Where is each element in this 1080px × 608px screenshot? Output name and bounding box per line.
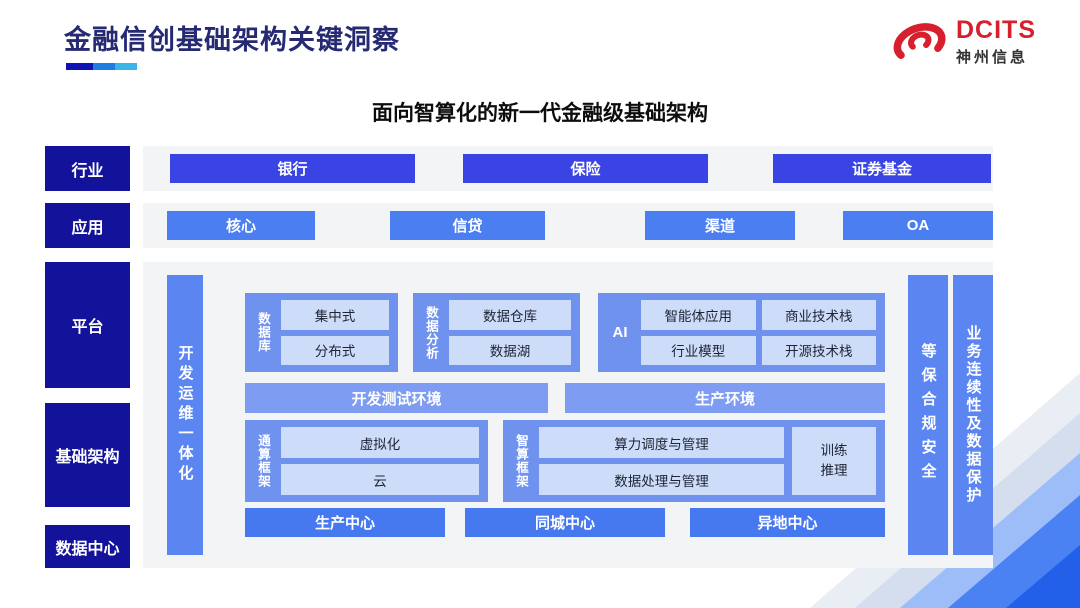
datacenter-production: 生产中心 <box>245 508 445 537</box>
ai-compute-item-data-mgmt: 数据处理与管理 <box>539 464 784 495</box>
train-inference-box: 训练 推理 <box>792 427 876 495</box>
logo-company-text: 神州信息 <box>956 48 1029 66</box>
app-item-credit: 信贷 <box>390 211 545 240</box>
ai-item-opensource-stack: 开源技术栈 <box>761 335 876 365</box>
application-strip: 核心 信贷 渠道 OA <box>143 203 993 248</box>
ai-compute-item-scheduling: 算力调度与管理 <box>539 427 784 458</box>
rail-infrastructure: 基础架构 <box>45 403 130 507</box>
general-compute-group: 通算框架 虚拟化 云 <box>245 420 488 502</box>
app-item-oa: OA <box>843 211 993 240</box>
industry-strip: 银行 保险 证券基金 <box>143 146 993 191</box>
database-item-distributed: 分布式 <box>281 335 389 365</box>
title-underline <box>66 63 137 70</box>
underline-segment <box>115 63 137 70</box>
datacenter-samecity: 同城中心 <box>465 508 665 537</box>
page-title: 金融信创基础架构关键洞察 <box>64 25 400 55</box>
train-line: 训练 <box>820 443 848 459</box>
ai-compute-label: 智算框架 <box>514 434 528 488</box>
rail-datacenter: 数据中心 <box>45 525 130 568</box>
database-item-centralized: 集中式 <box>281 300 389 330</box>
security-vertical-bar: 等保合规安全 <box>908 275 948 555</box>
rail-application: 应用 <box>45 203 130 248</box>
ai-compute-group: 智算框架 算力调度与管理 数据处理与管理 训练 推理 <box>503 420 885 502</box>
compute-item-cloud: 云 <box>281 464 479 495</box>
database-group: 数据库 集中式 分布式 <box>245 293 398 372</box>
datacenter-remote: 异地中心 <box>690 508 885 537</box>
dcits-swirl-icon <box>893 23 946 59</box>
ai-item-industry-model: 行业模型 <box>641 335 756 365</box>
general-compute-label: 通算框架 <box>256 434 270 488</box>
rail-industry: 行业 <box>45 146 130 191</box>
diagram-subtitle: 面向智算化的新一代金融级基础架构 <box>372 102 708 125</box>
inference-line: 推理 <box>820 463 848 478</box>
ai-group: AI 智能体应用 商业技术栈 行业模型 开源技术栈 <box>598 293 885 372</box>
analytics-group: 数据分析 数据仓库 数据湖 <box>413 293 580 372</box>
analytics-item-lake: 数据湖 <box>449 335 571 365</box>
ai-item-commercial-stack: 商业技术栈 <box>761 300 876 330</box>
underline-segment <box>66 63 93 70</box>
production-env-bar: 生产环境 <box>565 383 885 413</box>
analytics-item-warehouse: 数据仓库 <box>449 300 571 330</box>
industry-item-bank: 银行 <box>170 154 415 183</box>
app-item-channel: 渠道 <box>645 211 795 240</box>
logo-brand-text: DCITS <box>956 15 1036 44</box>
ai-item-agent-apps: 智能体应用 <box>641 300 756 330</box>
continuity-vertical-bar: 业务连续性及数据保护 <box>953 275 993 555</box>
rail-platform: 平台 <box>45 262 130 388</box>
ai-group-label: AI <box>612 324 628 341</box>
dev-test-env-bar: 开发测试环境 <box>245 383 548 413</box>
compute-item-virtualization: 虚拟化 <box>281 427 479 458</box>
brand-logo: DCITS 神州信息 <box>891 16 1036 68</box>
app-item-core: 核心 <box>167 211 315 240</box>
database-group-label: 数据库 <box>256 312 270 353</box>
underline-segment <box>93 63 115 70</box>
industry-item-securities: 证券基金 <box>773 154 991 183</box>
architecture-panel: 开发运维一体化 等保合规安全 业务连续性及数据保护 数据库 集中式 分布式 数据… <box>143 262 993 568</box>
devops-vertical-bar: 开发运维一体化 <box>167 275 203 555</box>
analytics-group-label: 数据分析 <box>424 305 438 360</box>
industry-item-insurance: 保险 <box>463 154 708 183</box>
